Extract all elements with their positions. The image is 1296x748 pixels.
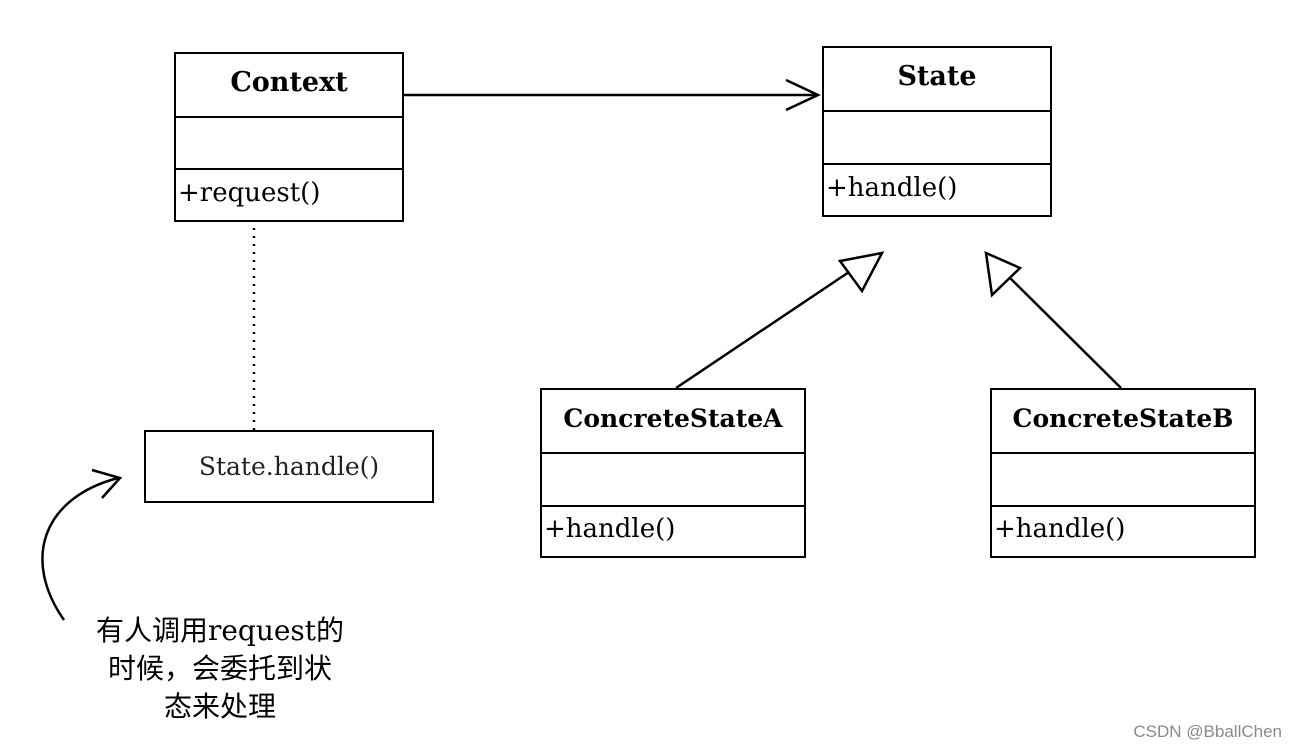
concrete-state-b-attributes — [992, 452, 1254, 505]
annotation-line-2: 时候，会委托到状 — [107, 652, 332, 685]
state-attributes — [824, 110, 1050, 163]
note-box: State.handle() — [144, 430, 434, 503]
context-class: Context +request() — [174, 52, 404, 222]
concrete-state-b-class-name: ConcreteStateB — [1012, 404, 1234, 433]
state-class-name: State — [897, 61, 977, 92]
watermark: CSDN @BballChen — [1133, 722, 1282, 741]
concrete-state-a-class: ConcreteStateA +handle() — [540, 388, 806, 558]
state-class: State +handle() — [822, 46, 1052, 217]
annotation-line-1: 有人调用request的 — [95, 614, 345, 647]
annotation-curved-arrow — [41, 476, 119, 621]
annotation-text: 有人调用request的 时候，会委托到状 态来处理 — [60, 612, 380, 726]
concrete-state-a-class-name: ConcreteStateA — [563, 404, 783, 433]
concrete-state-b-class: ConcreteStateB +handle() — [990, 388, 1256, 558]
generalization-line-b — [1006, 274, 1122, 389]
concrete-state-a-operation: +handle() — [542, 505, 804, 555]
context-class-name: Context — [230, 67, 348, 98]
context-operation: +request() — [176, 168, 402, 219]
concrete-state-a-attributes — [542, 452, 804, 505]
note-text: State.handle() — [198, 452, 380, 481]
state-operation: +handle() — [824, 163, 1050, 214]
generalization-line-a — [675, 268, 853, 390]
concrete-state-b-operation: +handle() — [992, 505, 1254, 555]
context-attributes — [176, 116, 402, 168]
annotation-line-3: 态来处理 — [163, 690, 276, 723]
generalization-arrowhead-b — [984, 250, 1023, 298]
association-arrowhead — [785, 78, 821, 112]
annotation-arrowhead — [91, 468, 123, 499]
generalization-arrowhead-a — [837, 251, 885, 294]
